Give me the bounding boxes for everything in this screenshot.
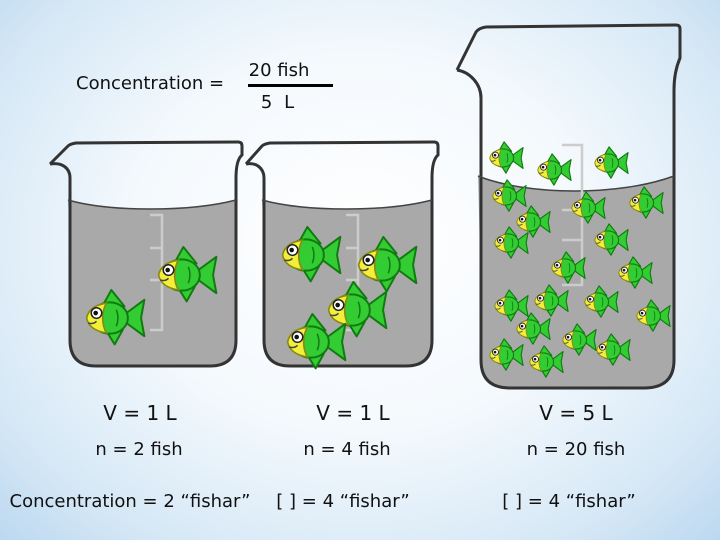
beaker-2-volume: V = 1 L — [316, 401, 390, 425]
beaker-1 — [48, 140, 244, 368]
beaker-1-count: n = 2 fish — [95, 439, 183, 460]
beaker-2-count: n = 4 fish — [303, 439, 391, 460]
formula-lhs: Concentration = — [76, 73, 225, 94]
beaker-2 — [244, 140, 440, 370]
beaker-2-concentration: [ ] = 4 “fishar” — [276, 491, 410, 512]
beaker-1-volume: V = 1 L — [103, 401, 177, 425]
fish-icon — [594, 146, 629, 179]
fish-icon — [489, 141, 524, 174]
beaker-3-concentration: [ ] = 4 “fishar” — [502, 491, 636, 512]
formula-numerator: 20 fish — [248, 60, 310, 81]
fish-icon — [537, 153, 572, 186]
beaker-1-concentration: Concentration = 2 “fishar” — [9, 491, 251, 512]
beaker-3 — [455, 23, 682, 390]
beaker-3-count: n = 20 fish — [526, 439, 626, 460]
beakers-diagram — [48, 23, 682, 390]
beaker-3-volume: V = 5 L — [539, 401, 613, 425]
formula-denominator: 5 L — [260, 92, 298, 113]
fraction-bar — [248, 84, 333, 87]
